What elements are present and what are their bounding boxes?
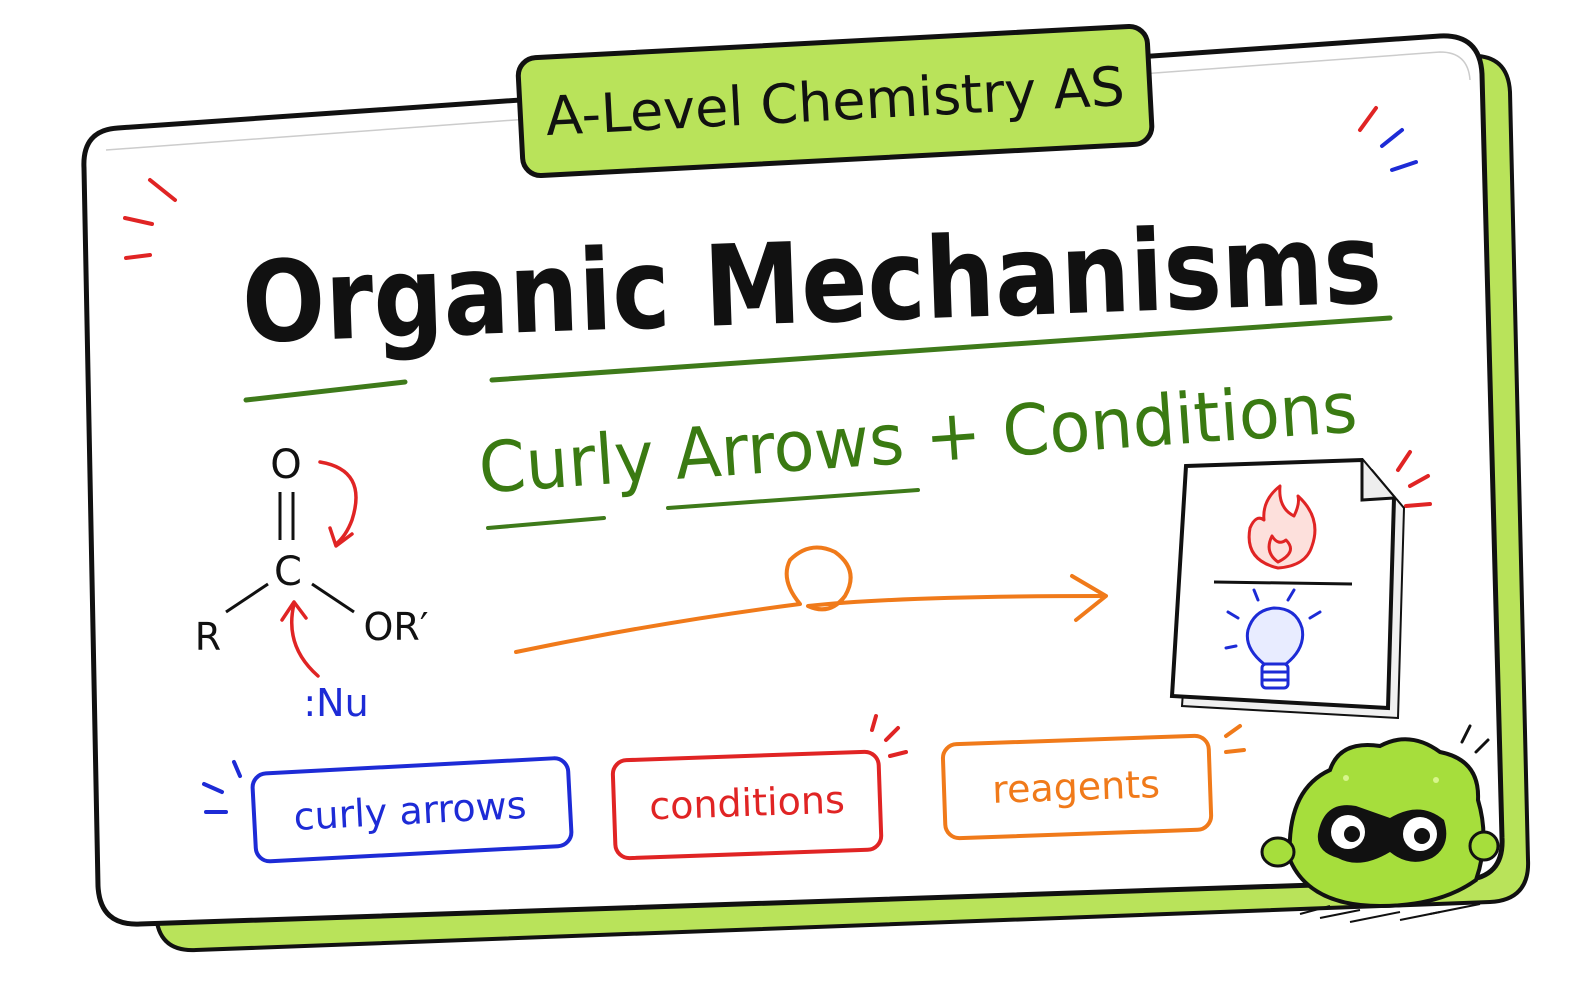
tag-conditions[interactable]: conditions — [610, 749, 884, 861]
or-group: OR′ — [364, 605, 429, 649]
carbon-atom: C — [274, 549, 302, 595]
spark-top-left — [123, 178, 177, 260]
spark-tag-orange — [1224, 724, 1246, 754]
oxygen-atom: O — [270, 442, 301, 488]
spark-tag-blue — [202, 760, 242, 814]
nucleophile: :Nu — [303, 681, 368, 725]
spark-tag-red — [870, 714, 908, 758]
r-group: R — [195, 615, 221, 659]
tag-reagents[interactable]: reagents — [940, 733, 1214, 841]
spark-top-right — [1358, 106, 1418, 172]
carbonyl-structure: O C R OR′ :Nu — [195, 442, 429, 725]
course-badge: A-Level Chemistry AS — [515, 24, 1155, 178]
mascot-shadow-hatch — [1299, 903, 1481, 923]
conditions-card — [1169, 457, 1406, 720]
flame-icon — [1247, 484, 1317, 570]
loop-arrow — [514, 545, 1108, 654]
spark-card — [1396, 450, 1432, 508]
subtitle-underline — [486, 488, 920, 530]
mascot — [1260, 724, 1500, 923]
tag-conditions-label: conditions — [649, 778, 846, 829]
title-underline — [243, 315, 1393, 403]
curly-arrow-pi-bond — [318, 460, 358, 546]
tag-reagents-label: reagents — [991, 762, 1160, 812]
tag-curly-arrows[interactable]: curly arrows — [250, 756, 574, 864]
lightbulb-icon — [1224, 588, 1322, 690]
curly-arrow-nucleophile — [290, 602, 320, 678]
